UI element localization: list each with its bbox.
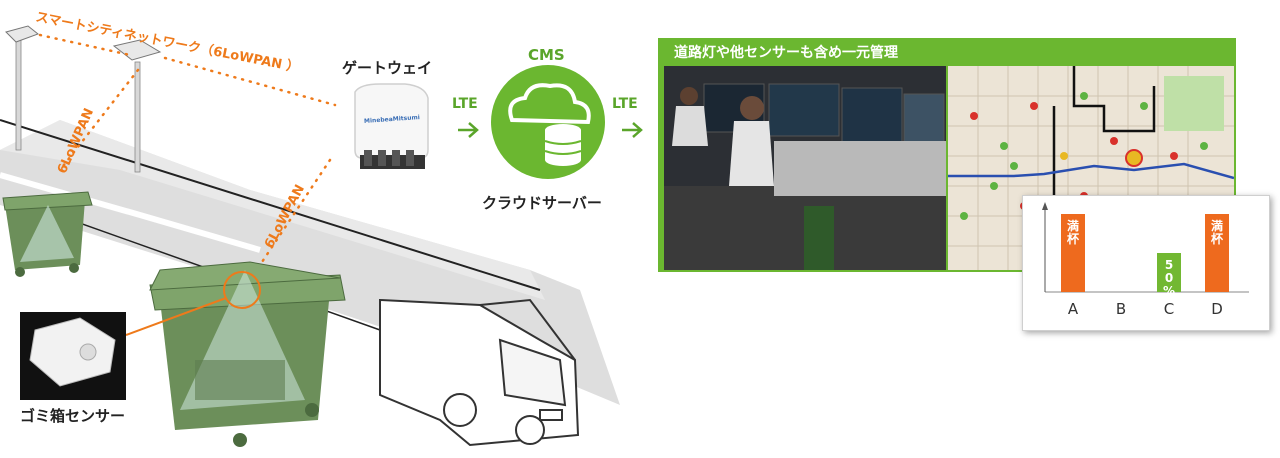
sensor-connector: [125, 297, 227, 336]
lte-label-left: LTE: [452, 96, 478, 112]
category-label-c: C: [1164, 300, 1174, 318]
control-room-photo: [664, 66, 946, 270]
bar-c: [1157, 253, 1181, 292]
category-label-d: D: [1211, 300, 1223, 318]
gateway-label: ゲートウェイ: [342, 59, 433, 77]
panel-title: 道路灯や他センサーも含め一元管理: [664, 42, 1236, 64]
bar-a: [1061, 214, 1085, 292]
cms-server-icon: [491, 65, 605, 179]
road-edge: [0, 119, 541, 291]
category-label-a: A: [1068, 300, 1079, 318]
bar-d: [1205, 214, 1229, 292]
chart-y-arrow: [1042, 202, 1048, 210]
mesh-links: [38, 33, 337, 282]
sensor-photo: [20, 312, 126, 400]
road-lane: [0, 172, 261, 253]
cloud-server-label: クラウドサーバー: [482, 194, 602, 212]
lte-label-right: LTE: [612, 96, 638, 112]
bar-label-d: 満杯: [1211, 218, 1224, 246]
bar-label-a: 満杯: [1067, 218, 1080, 246]
category-label-b: B: [1116, 300, 1126, 318]
garbage-truck: [379, 298, 580, 447]
small-trash-bin: [2, 191, 93, 277]
sensor-label: ゴミ箱センサー: [20, 407, 126, 425]
gateway-device: [354, 83, 429, 169]
large-trash-bin: [149, 261, 346, 447]
streetlight-1: [5, 25, 40, 151]
cms-title: CMS: [528, 46, 565, 64]
arrows: [458, 122, 643, 138]
